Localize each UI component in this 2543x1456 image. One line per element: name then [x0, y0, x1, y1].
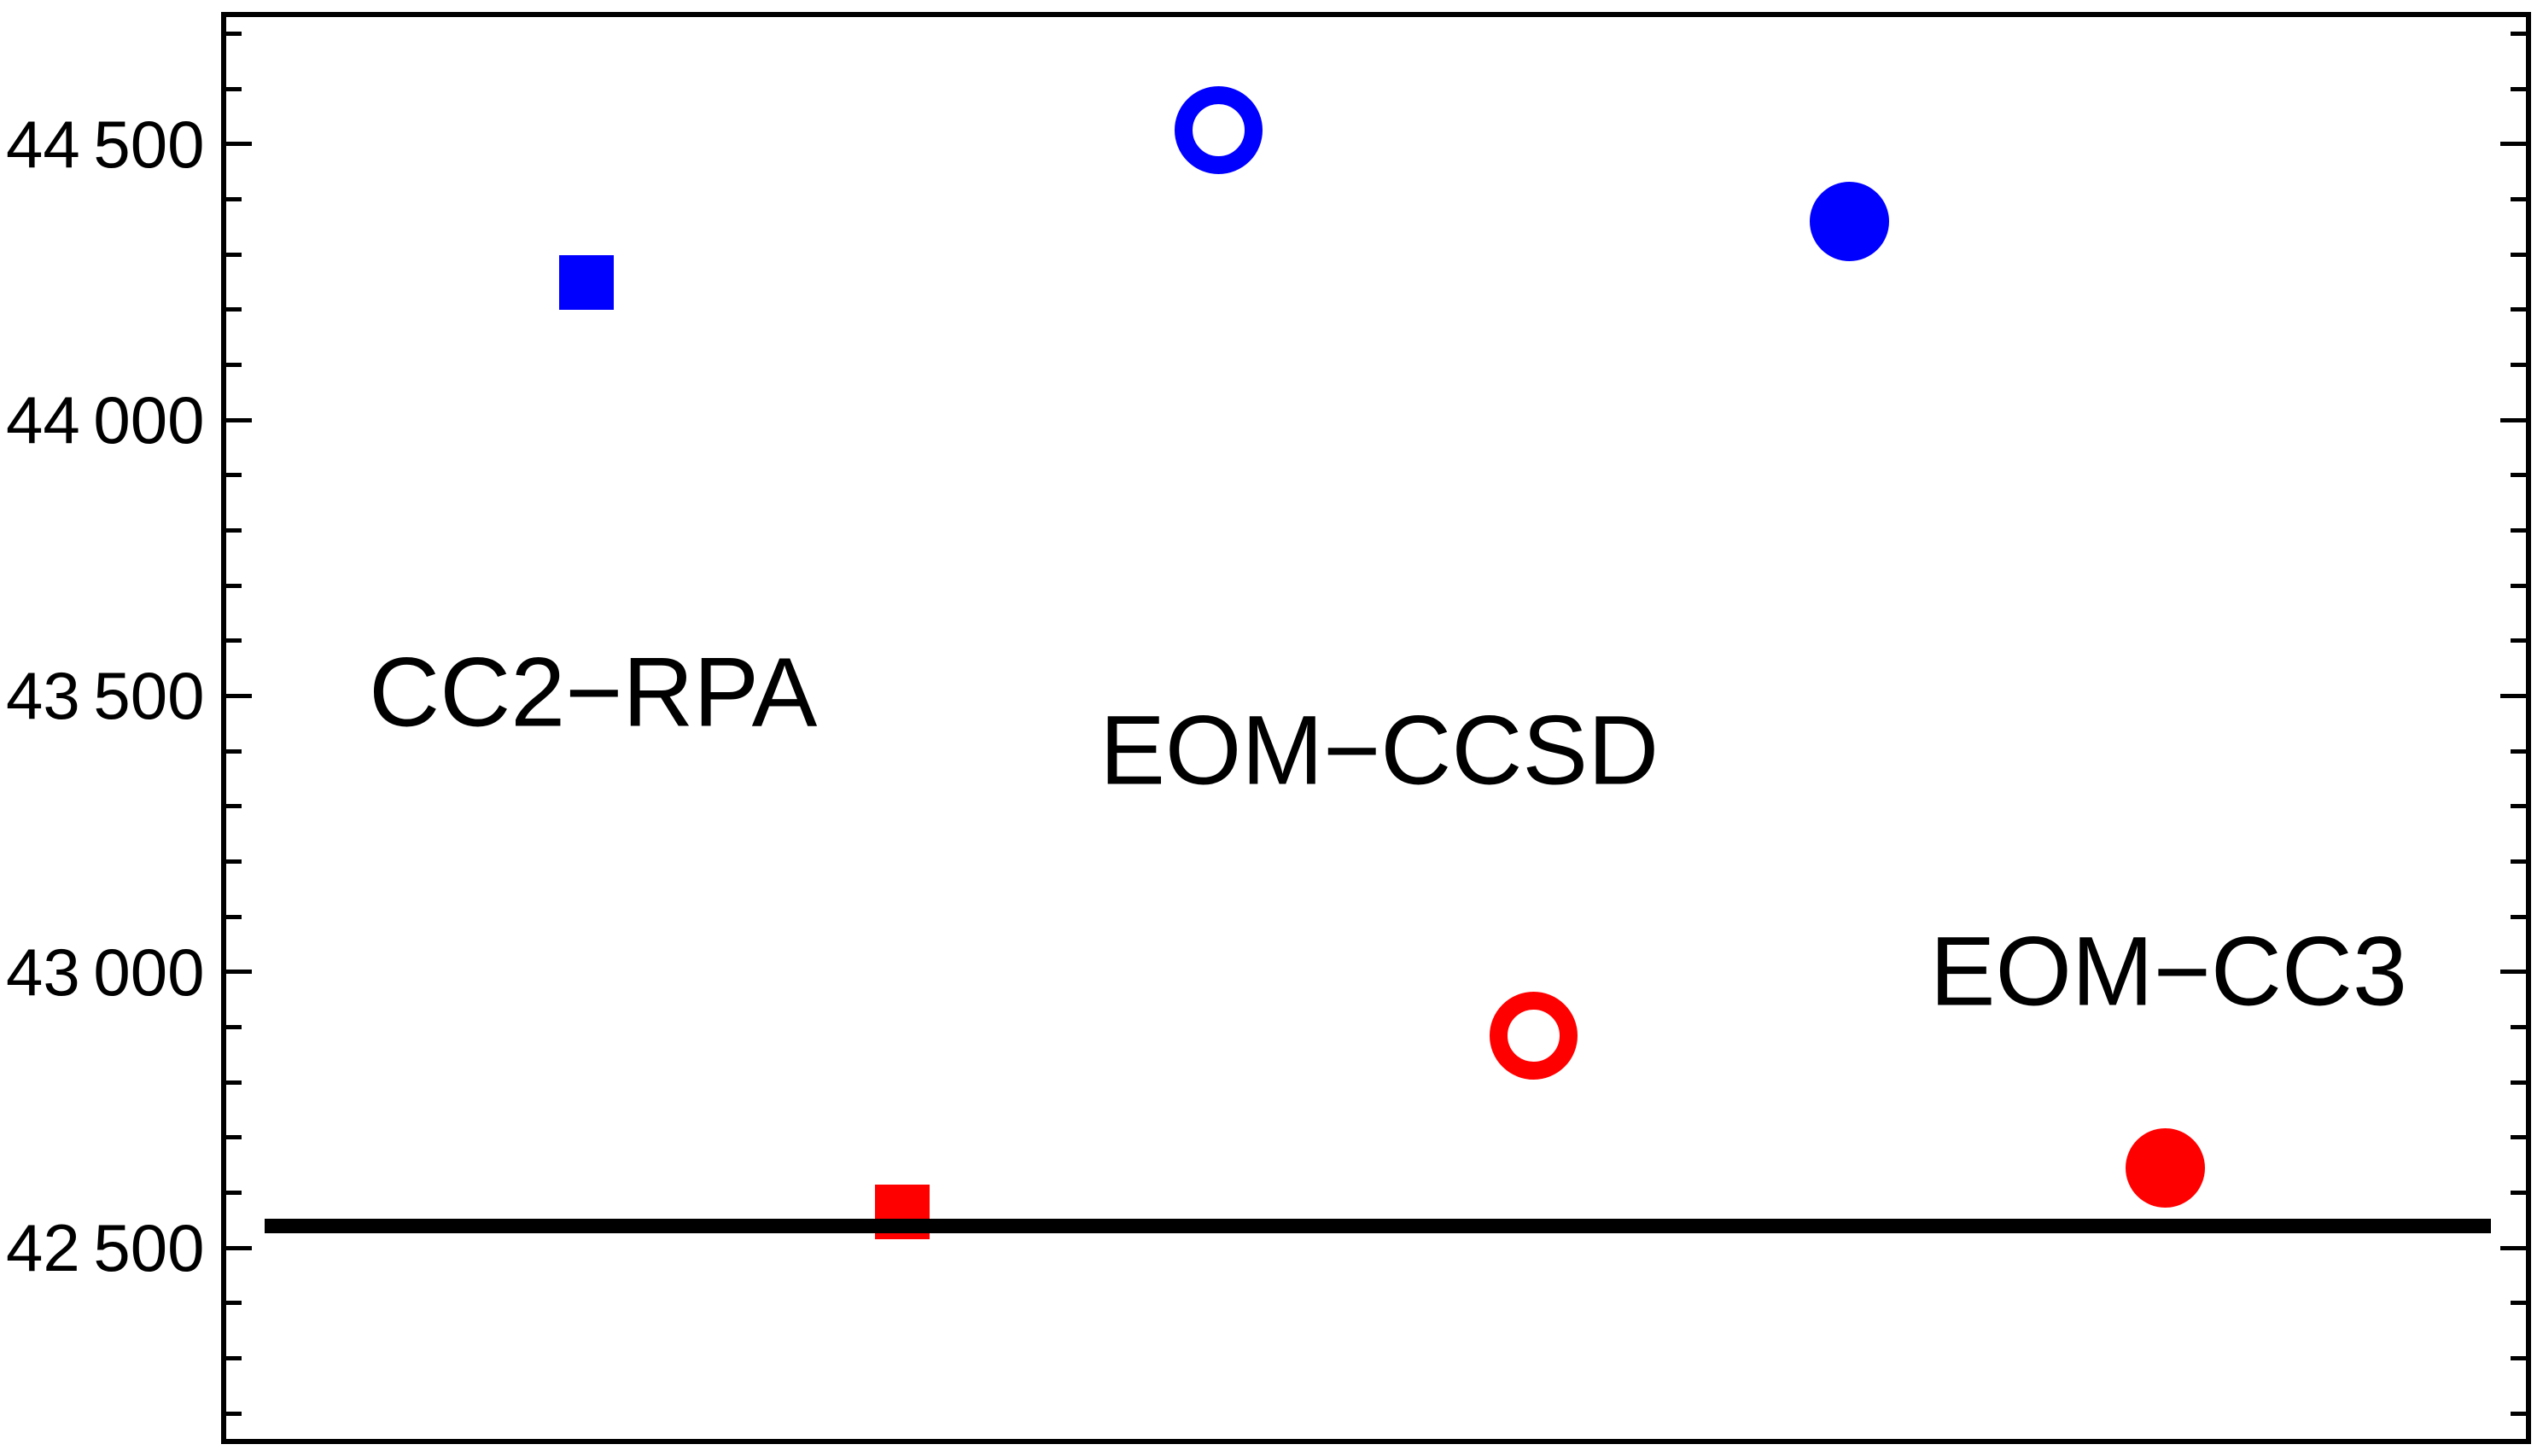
blue-filled-square-marker	[559, 254, 615, 310]
y-minor-tick	[226, 1301, 242, 1306]
y-major-tick	[2500, 417, 2526, 422]
y-minor-tick	[226, 1080, 242, 1085]
y-minor-tick	[2511, 859, 2526, 864]
y-major-tick	[2500, 970, 2526, 975]
y-tick-label: 43 000	[6, 934, 205, 1010]
y-minor-tick	[226, 748, 242, 754]
y-minor-tick	[226, 307, 242, 312]
y-minor-tick	[2511, 804, 2526, 809]
y-minor-tick	[226, 1411, 242, 1416]
blue-open-circle-marker	[1174, 86, 1263, 175]
y-minor-tick	[2511, 307, 2526, 312]
y-minor-tick	[226, 914, 242, 919]
y-tick-label: 44 000	[6, 382, 205, 458]
y-major-tick	[226, 142, 252, 147]
y-minor-tick	[226, 1355, 242, 1360]
y-major-tick	[226, 970, 252, 975]
y-minor-tick	[2511, 473, 2526, 478]
y-major-tick	[226, 693, 252, 698]
y-minor-tick	[2511, 748, 2526, 754]
y-minor-tick	[2511, 197, 2526, 202]
y-minor-tick	[226, 1135, 242, 1140]
y-minor-tick	[226, 1190, 242, 1195]
y-minor-tick	[226, 197, 242, 202]
method-label: CC2−RPA	[369, 638, 818, 748]
y-major-tick	[226, 417, 252, 422]
y-minor-tick	[2511, 1411, 2526, 1416]
y-minor-tick	[2511, 1355, 2526, 1360]
y-minor-tick	[226, 32, 242, 37]
y-minor-tick	[2511, 363, 2526, 368]
y-minor-tick	[2511, 86, 2526, 91]
y-minor-tick	[226, 363, 242, 368]
y-minor-tick	[2511, 1190, 2526, 1195]
y-minor-tick	[226, 473, 242, 478]
y-major-tick	[2500, 1245, 2526, 1250]
y-major-tick	[2500, 142, 2526, 147]
plot-frame	[221, 12, 2531, 1444]
y-tick-label: 43 500	[6, 658, 205, 734]
y-minor-tick	[2511, 1080, 2526, 1085]
y-minor-tick	[2511, 1301, 2526, 1306]
y-tick-label: 44 500	[6, 106, 205, 182]
y-minor-tick	[2511, 528, 2526, 533]
y-minor-tick	[226, 859, 242, 864]
red-filled-circle-marker	[2126, 1127, 2206, 1208]
y-minor-tick	[2511, 1024, 2526, 1029]
y-minor-tick	[226, 583, 242, 588]
y-minor-tick	[226, 638, 242, 644]
y-minor-tick	[226, 528, 242, 533]
red-open-circle-marker	[1490, 991, 1578, 1080]
y-major-tick	[2500, 693, 2526, 698]
reference-line	[265, 1218, 2491, 1233]
y-minor-tick	[2511, 1135, 2526, 1140]
y-minor-tick	[2511, 583, 2526, 588]
method-label: EOM−CCSD	[1099, 696, 1659, 806]
blue-filled-circle-marker	[1810, 181, 1890, 261]
y-tick-label: 42 500	[6, 1210, 205, 1286]
y-minor-tick	[226, 1024, 242, 1029]
y-major-tick	[226, 1245, 252, 1250]
y-minor-tick	[226, 252, 242, 257]
y-minor-tick	[226, 86, 242, 91]
y-minor-tick	[2511, 914, 2526, 919]
y-minor-tick	[2511, 638, 2526, 644]
y-minor-tick	[2511, 32, 2526, 37]
y-minor-tick	[226, 804, 242, 809]
y-minor-tick	[2511, 252, 2526, 257]
method-label: EOM−CC3	[1929, 917, 2407, 1027]
